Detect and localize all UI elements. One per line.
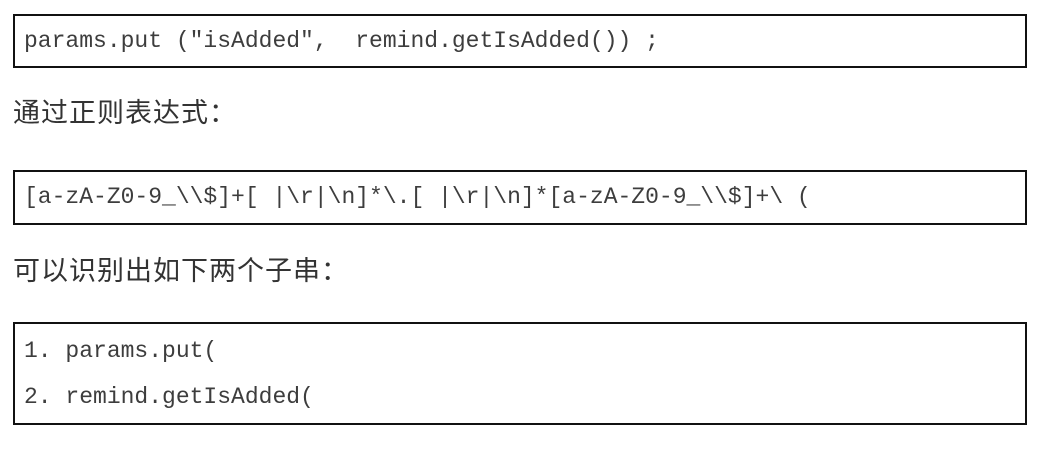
code-block-regex-pattern: [a-zA-Z0-9_\\$]+[ |\r|\n]*\.[ |\r|\n]*[a… [13,170,1027,225]
paragraph-regex-intro: 通过正则表达式： [13,98,237,128]
document-page: params.put ("isAdded", remind.getIsAdded… [0,14,1062,425]
matched-substring-line-2: 2. remind.getIsAdded( [24,383,314,410]
code-block-matched-substrings: 1. params.put( 2. remind.getIsAdded( [13,322,1027,425]
matched-substring-line-1: 1. params.put( [24,337,218,364]
code-block-java-statement: params.put ("isAdded", remind.getIsAdded… [13,14,1027,68]
paragraph-substrings-intro: 可以识别出如下两个子串： [13,256,349,286]
